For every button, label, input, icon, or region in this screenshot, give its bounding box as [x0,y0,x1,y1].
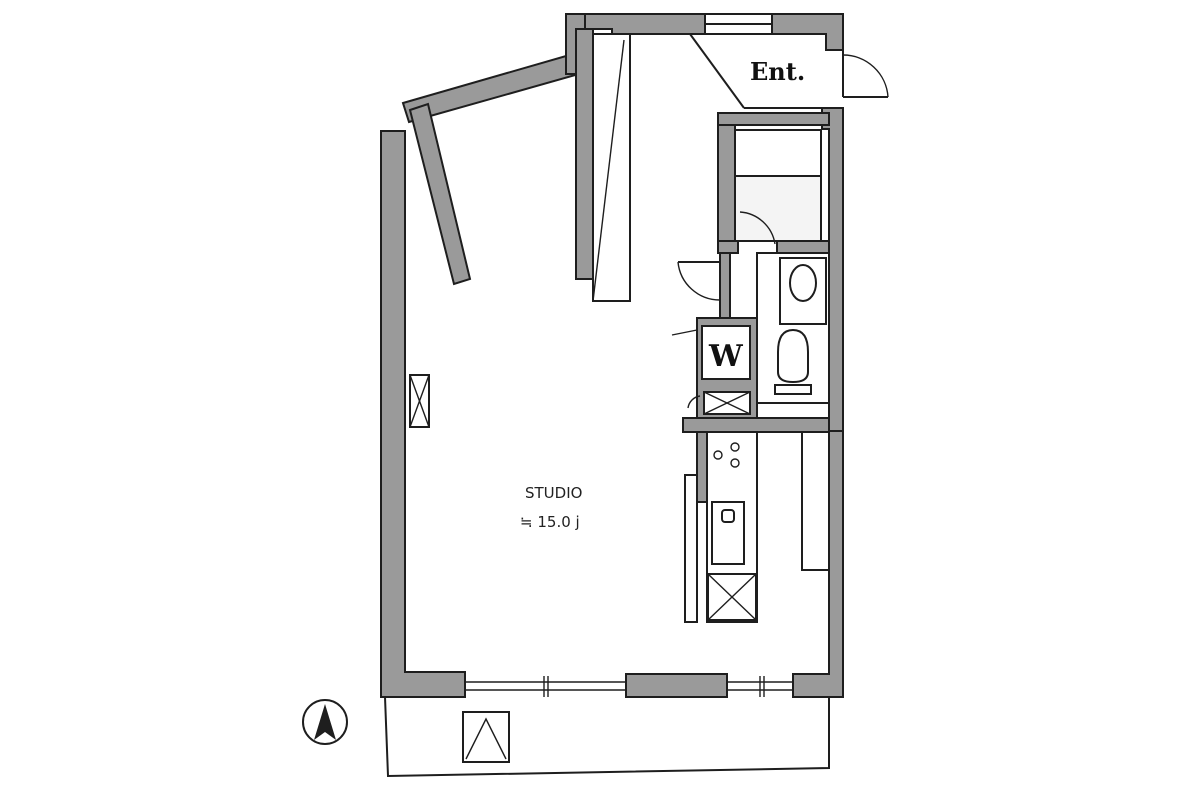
wall-south-middle [625,673,728,698]
balcony-hatch-mark [465,717,507,760]
dishwasher-cross-b [707,573,757,621]
door-swing-icon[interactable] [842,50,889,98]
shower-tray [734,175,822,242]
wall-bath-south [776,240,830,254]
closet [592,33,631,302]
wall-west [380,130,466,698]
south-window-right[interactable] [727,676,793,697]
utility-door-arc [687,395,701,409]
kitchen-sink [711,501,745,565]
wall-kitchen-divider [682,417,830,433]
room-name: STUDIO [525,484,582,502]
wall-toilet-west [719,252,731,319]
wall-counter-edge [696,431,708,503]
south-window-left[interactable] [465,676,626,697]
wall-bath-south-left [717,240,739,254]
entrance-label: Ent. [750,57,805,86]
wall-angled-jamb [408,102,472,286]
shelf-right [801,431,830,571]
wall-closet-partition [575,28,594,280]
washer [701,325,751,380]
wall-bath-west [717,112,736,254]
toilet-icon [777,328,809,384]
room-area: ≒ 15.0 j [520,513,580,531]
sink-icon [779,257,827,325]
toilet-tank [774,384,812,395]
bath-door-icon[interactable] [738,211,776,245]
toilet-door-icon[interactable] [677,261,721,301]
counter-left-strip [684,474,698,623]
balcony-outline [384,696,830,778]
refrigerator-cross-b [703,391,751,415]
wall-bath-north [717,112,830,126]
north-arrow-icon [302,699,348,745]
bathtub-icon [734,129,822,177]
stove-burner-icon [713,442,740,468]
entrance-diagonal [689,33,745,109]
closet-door-line [592,39,625,302]
sink-basin [789,264,817,302]
closet-unit-cross-b [409,374,430,428]
utility-door-line [671,329,698,336]
wall-north-east [771,13,844,51]
washer-label: W [708,339,744,374]
kitchen-sink-basin [721,509,735,523]
